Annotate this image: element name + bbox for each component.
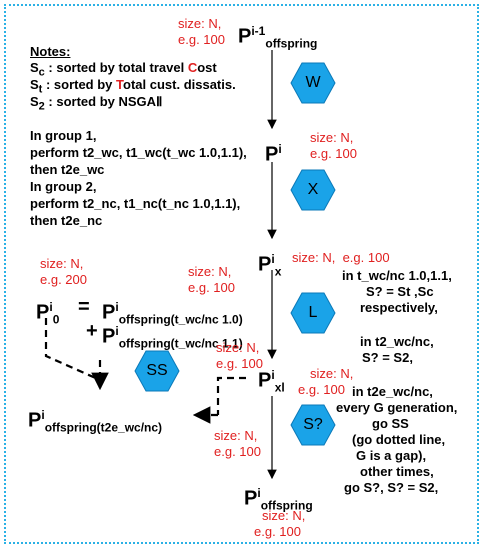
- hexagon-x-shape: [290, 169, 336, 211]
- p-off-tnc-size: size: N,: [188, 264, 232, 279]
- hexagon-s-shape: [290, 404, 336, 446]
- l-note-11: (go dotted line,: [352, 432, 446, 447]
- p-i-eg: e.g. 100: [310, 146, 357, 161]
- dashed-arrow-pixl-path: [216, 376, 246, 415]
- p-off-t2e-size: size: N,: [214, 428, 258, 443]
- p-prev-eg: e.g. 100: [178, 32, 225, 47]
- p-off-t2e-eg: e.g. 100: [214, 444, 261, 459]
- l-note-2: S? = St ,Sc: [366, 284, 434, 299]
- p-ixl-eg: e.g. 100: [216, 356, 263, 371]
- p-i-size: size: N,: [310, 130, 354, 145]
- group-line-6: then t2e_nc: [30, 213, 103, 228]
- group-line-2: perform t2_wc, t1_wc(t_wc 1.0,1.1),: [30, 145, 247, 160]
- p-off-tnc-label: Pioffspring(t_wc/nc 1.0): [102, 300, 243, 327]
- hexagon-l: L: [290, 290, 336, 336]
- p-ix-size: size: N, e.g. 100: [292, 250, 390, 265]
- p-ix-label: Pix: [258, 252, 282, 279]
- p-off-t2e-label: Pioffspring(t2e_wc/nc): [28, 408, 163, 435]
- hexagon-ss: SS: [134, 348, 180, 394]
- p-off-label: Pioffspring: [244, 486, 313, 513]
- p-prev-size: size: N,: [178, 16, 222, 31]
- l-note-3: respectively,: [360, 300, 438, 315]
- dashed-arrow-pi0-left: [44, 318, 101, 382]
- hexagon-l-label: L: [308, 304, 318, 321]
- p-off-size: size: N,: [262, 508, 306, 523]
- note-s2: S2 : sorted by NSGAⅡ: [30, 94, 163, 113]
- group-line-5: perform t2_nc, t1_nc(t_nc 1.0,1.1),: [30, 196, 241, 211]
- p-prev-label: Pi-1offspring: [238, 24, 318, 51]
- p-ixl-eg2: e.g. 100: [298, 382, 345, 397]
- group-line-3: then t2e_wc: [30, 162, 105, 177]
- l-note-9: every G generation,: [336, 400, 458, 415]
- hexagon-l-shape: [290, 292, 336, 334]
- l-note-8: in t2e_wc/nc,: [352, 384, 433, 399]
- l-note-14: go S?, S? = S2,: [344, 480, 439, 495]
- p-ixl-label: Pixl: [258, 368, 285, 395]
- p-i0-label: Pi0: [36, 300, 60, 327]
- hexagon-x-label: X: [307, 181, 319, 198]
- l-note-6: S? = S2,: [362, 350, 413, 365]
- l-note-10: go SS: [372, 416, 409, 431]
- p-off-tnc11-label: Pioffspring(t_wc/nc 1.1): [102, 324, 243, 351]
- p-off-eg: e.g. 100: [254, 524, 301, 539]
- l-note-12: G is a gap),: [356, 448, 427, 463]
- p-i0-eg: e.g. 200: [40, 272, 87, 287]
- hexagon-w: W: [290, 60, 336, 106]
- group-line-1: In group 1,: [30, 128, 97, 143]
- l-note-1: in t_wc/nc 1.0,1.1,: [342, 268, 452, 283]
- p-off-tnc-eg: e.g. 100: [188, 280, 235, 295]
- equals-sign: =: [78, 296, 90, 318]
- p-i-label: Pi: [265, 142, 282, 166]
- group-line-4: In group 2,: [30, 179, 97, 194]
- notes-title: Notes:: [30, 44, 71, 59]
- l-note-13: other times,: [360, 464, 434, 479]
- note-sc: Sc : sorted by total travel Cost: [30, 60, 217, 79]
- hexagon-w-label: W: [305, 74, 321, 91]
- p-i0-size: size: N,: [40, 256, 84, 271]
- hexagon-ss-shape: [134, 350, 180, 392]
- hexagon-s-label: S?: [303, 416, 323, 433]
- hexagon-ss-label: SS: [146, 362, 168, 379]
- l-note-5: in t2_wc/nc,: [360, 334, 434, 349]
- p-ixl-size: size: N,: [216, 340, 260, 355]
- hexagon-w-shape: [290, 62, 336, 104]
- diagram-frame: [4, 4, 479, 544]
- note-st: St : sorted by Total cust. dissatis.: [30, 77, 236, 96]
- hexagon-x: X: [290, 167, 336, 213]
- hexagon-s: S?: [290, 402, 336, 448]
- p-ixl-size2: size: N,: [310, 366, 354, 381]
- plus-sign: +: [86, 320, 98, 342]
